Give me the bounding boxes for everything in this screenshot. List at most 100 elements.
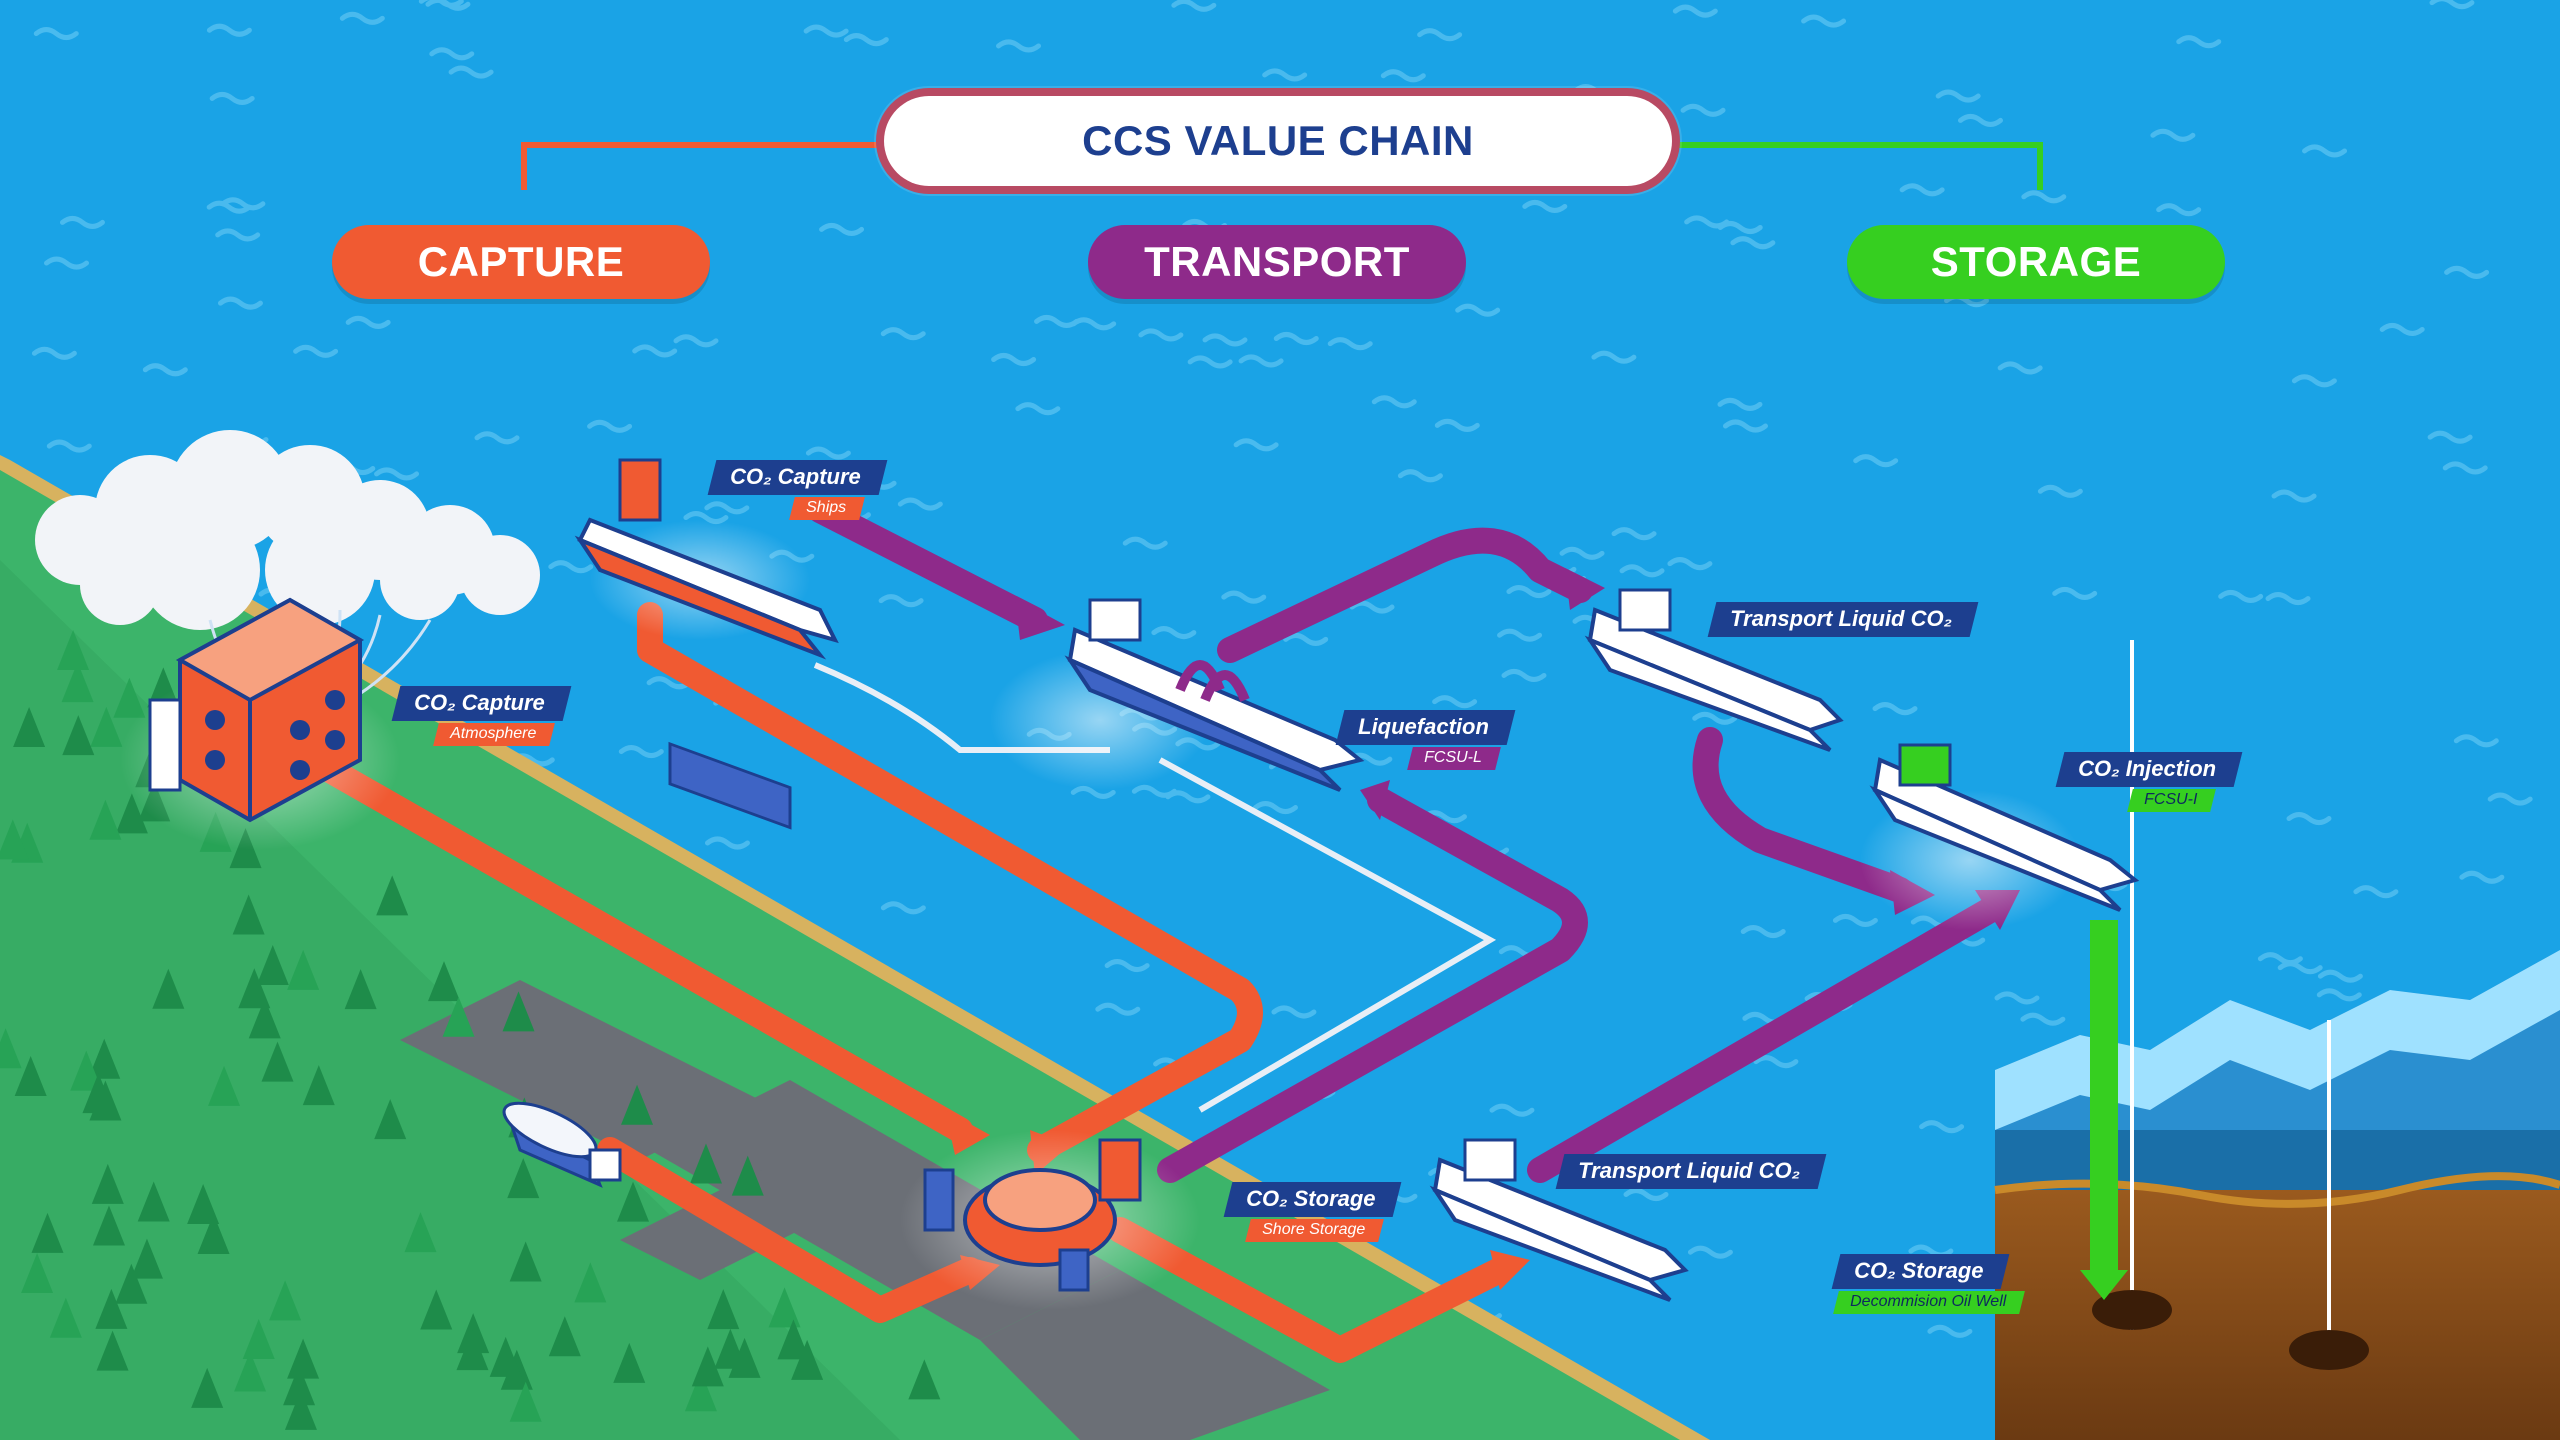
wave [1501, 668, 1547, 682]
wave [2459, 870, 2505, 884]
tree [96, 1330, 129, 1371]
wave [1853, 454, 1899, 468]
wave [2429, 0, 2475, 10]
tree [242, 1318, 275, 1359]
tree [31, 1212, 64, 1253]
wave [1015, 402, 1061, 416]
wave [991, 353, 1037, 366]
wave [1919, 1120, 1965, 1134]
wave [1283, 632, 1329, 646]
wave [1801, 14, 1847, 28]
tree [269, 1280, 302, 1321]
tree [689, 1143, 722, 1184]
wave [1573, 84, 1619, 98]
wave [142, 363, 188, 377]
stage-capture-label: CAPTURE [417, 238, 625, 285]
wave [1935, 89, 1981, 103]
tree [442, 996, 475, 1037]
tree [302, 1065, 335, 1106]
wave [2286, 812, 2332, 826]
label-capture-ships-subtitle: Ships [806, 499, 847, 516]
tree [90, 706, 123, 747]
tree [344, 969, 377, 1010]
wave [1397, 469, 1443, 483]
tree [374, 1099, 407, 1140]
pipe-shore-to-ship [1107, 1217, 1513, 1363]
injection-arrowhead [2080, 1270, 2128, 1300]
label-transport-liquid-top: Transport Liquid CO₂ [1707, 602, 1979, 637]
pipe-truck-to-shore [597, 1137, 983, 1323]
wave [1417, 28, 1463, 42]
stage-capture: CAPTURE [332, 225, 710, 299]
tree [908, 1359, 941, 1400]
tree [82, 1073, 115, 1114]
wave [339, 11, 385, 25]
tree [95, 1288, 128, 1329]
tree [376, 875, 409, 916]
wave [1680, 103, 1726, 117]
pipe-ship-to-injection [1527, 897, 2003, 1183]
wave [1672, 4, 1718, 18]
bracket-storage [1672, 142, 2043, 190]
wave [209, 91, 255, 105]
label-injection-title: CO₂ Injection [2078, 756, 2217, 781]
tree [113, 677, 146, 718]
tree [57, 629, 90, 670]
transport-pipes [807, 497, 2003, 1183]
stage-transport-label: TRANSPORT [1144, 238, 1410, 285]
label-liquefaction-subtitle: FCSU-L [1424, 749, 1482, 766]
wave [1899, 183, 1945, 197]
label-capture-atmosphere: CO₂ Capture Atmosphere [391, 686, 571, 746]
wave [2442, 461, 2488, 475]
wave [1623, 1188, 1669, 1201]
wave [1611, 527, 1657, 541]
wave [1252, 801, 1298, 815]
wave [2265, 592, 2311, 606]
wave [673, 334, 719, 348]
tree [284, 1389, 317, 1430]
tree [152, 968, 185, 1009]
wave [1723, 419, 1768, 433]
wave [2271, 489, 2317, 503]
wave [1667, 557, 1713, 571]
wave [1273, 332, 1319, 345]
wave [2156, 203, 2202, 217]
tree [489, 1336, 522, 1377]
wave [33, 27, 79, 41]
container-ship [574, 458, 839, 830]
wave [878, 594, 924, 608]
wave [1687, 1245, 1733, 1259]
wave [548, 560, 594, 574]
wave [805, 446, 851, 460]
wave [1522, 199, 1568, 213]
tree [707, 1289, 740, 1330]
page-title: CCS VALUE CHAIN [1082, 117, 1474, 164]
label-capture-atmosphere-subtitle: Atmosphere [450, 725, 537, 742]
tree [684, 1371, 717, 1412]
tree [507, 1158, 540, 1199]
label-shore-storage: CO₂ Storage Shore Storage [1223, 1182, 1402, 1242]
wave [1380, 69, 1426, 83]
wave [1717, 397, 1763, 411]
label-shore-storage-subtitle: Shore Storage [1262, 1221, 1366, 1238]
tree [261, 1041, 294, 1082]
wave [683, 511, 729, 525]
label-well-storage-subtitle: Decommision Oil Well [1850, 1293, 2007, 1310]
wave [1187, 355, 1233, 369]
wave [215, 228, 261, 242]
wave [2453, 734, 2499, 748]
tree [91, 1163, 124, 1204]
co2-carrier-bottom [1429, 1138, 1689, 1302]
wave [1071, 317, 1117, 331]
wave [2021, 190, 2067, 204]
tree [0, 1028, 22, 1069]
wave [2052, 586, 2098, 600]
wave [880, 901, 926, 915]
wave [1591, 350, 1637, 364]
wave [2379, 322, 2425, 336]
pipe-ships-to-shore [637, 602, 1263, 1163]
wave [1151, 626, 1197, 640]
tree [548, 1316, 581, 1357]
tree [283, 1365, 316, 1406]
tree [61, 662, 94, 703]
